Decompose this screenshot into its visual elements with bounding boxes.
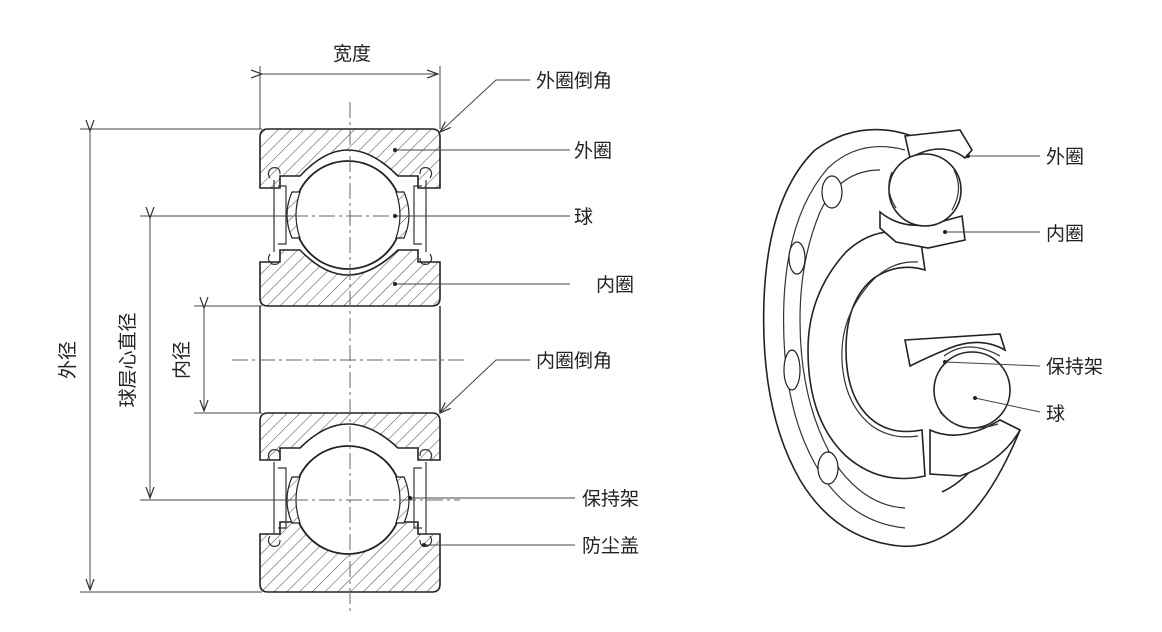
ball-back-3	[783, 349, 801, 391]
ball-back-2	[788, 241, 806, 275]
bottom-cut-inner-ring	[904, 333, 1007, 368]
ball-label: 球	[574, 206, 593, 228]
cage-label: 保持架	[582, 488, 639, 510]
inner-ring-label: 内圈	[596, 274, 634, 296]
outer-ring-label: 外圈	[574, 140, 612, 162]
outer-ring-outer-edge	[762, 128, 1022, 548]
inner-chamfer-leader	[440, 359, 530, 413]
cutaway-view: 外圈 内圈 保持架 球	[762, 128, 1103, 548]
ball-back-4	[817, 451, 839, 485]
cage-cut-top	[888, 169, 960, 211]
cutaway-outer-ring-label: 外圈	[1046, 146, 1084, 168]
outer-chamfer-leader	[440, 79, 530, 132]
inner-ring-outer	[807, 230, 926, 480]
cutaway-ball-label: 球	[1046, 403, 1065, 425]
inner-diameter-label: 内径	[171, 341, 193, 379]
outer-ring-section-top	[259, 128, 441, 189]
ball-back-1	[821, 175, 843, 209]
cage-cut-bottom	[939, 346, 1001, 429]
outer-chamfer-label: 外圈倒角	[536, 70, 612, 92]
ball-cut-top	[888, 153, 962, 227]
width-label: 宽度	[333, 43, 371, 65]
cutaway-cage-leader	[944, 361, 1041, 367]
bottom-cut-outer-ring	[929, 419, 1022, 477]
pitch-diameter-label: 球层心直径	[117, 312, 139, 407]
cage-left-top	[286, 191, 301, 239]
top-section	[259, 128, 441, 307]
outer-diameter-label: 外径	[57, 341, 79, 379]
ball-top	[293, 160, 403, 270]
inner-ring-section-bottom	[259, 412, 441, 461]
cutaway-ball-leader	[974, 397, 1041, 413]
shield-left-bottom	[267, 449, 287, 547]
top-cut-outer-ring	[904, 129, 973, 160]
cutaway-cage-label: 保持架	[1046, 356, 1103, 378]
outer-ring-face	[783, 145, 906, 529]
inner-chamfer-label: 内圈倒角	[536, 350, 612, 372]
cage-right-top	[395, 191, 410, 239]
inner-ring-bore	[841, 261, 919, 438]
shield-label: 防尘盖	[582, 535, 639, 557]
cutaway-inner-ring-label: 内圈	[1046, 223, 1084, 245]
section-view: 宽度 外径 球层心直径 内径 外圈倒角 外圈 球 内圈 内圈倒角 保持架 防尘盖	[57, 43, 639, 612]
